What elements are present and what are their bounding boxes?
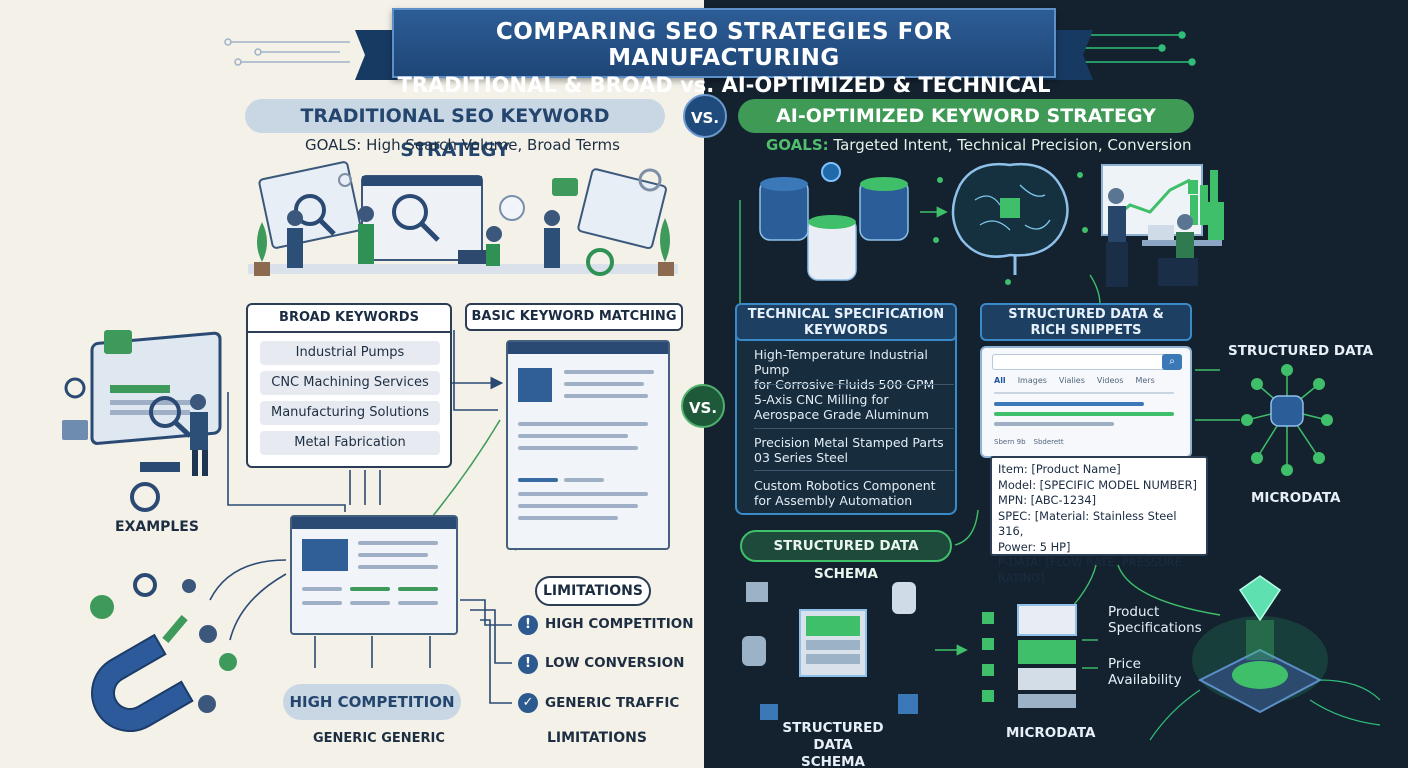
schema-pill: STRUCTURED DATA SCHEMA [740, 530, 952, 582]
limitations-footer: LIMITATIONS [547, 730, 647, 746]
search-icon[interactable]: ⌕ [1162, 354, 1182, 370]
examples-monitor-illustration [62, 330, 222, 512]
tab-mers[interactable]: Mers [1135, 376, 1155, 385]
technical-spec-header: TECHNICAL SPECIFICATION KEYWORDS [735, 303, 957, 341]
database-cluster-illustration [759, 162, 909, 281]
structured-data-label: STRUCTURED DATA [1228, 343, 1374, 359]
tab-vialies[interactable]: Vialies [1058, 376, 1085, 385]
schema-server-illustration [742, 582, 918, 720]
check-icon: ✓ [518, 693, 538, 713]
ai-goals: GOALS: Targeted Intent, Technical Precis… [766, 136, 1192, 154]
search-input[interactable] [992, 354, 1168, 370]
tab-videos[interactable]: Videos [1096, 376, 1124, 385]
header-line: KEYWORDS [804, 323, 888, 338]
search-result-window [290, 515, 458, 635]
tab-images[interactable]: Images [1017, 376, 1047, 385]
schema-field: MPN: [ABC-1234] [998, 493, 1097, 507]
header-line: RICH SNIPPETS [1030, 323, 1142, 338]
vs-badge-top: VS. [683, 94, 727, 138]
divider [754, 428, 954, 429]
divider [754, 384, 954, 385]
schema-field: P-DATA: [FLOW RATE, PRESSURE RATING] [998, 555, 1182, 585]
title-line-1: COMPARING SEO STRATEGIES FOR MANUFACTURI… [495, 19, 953, 71]
product-schema-popup: Item: [Product Name] Model: [SPECIFIC MO… [990, 456, 1208, 585]
search-tabs: All Images Vialies Videos Mers [994, 376, 1155, 385]
flow-arrows-left-icon [209, 330, 561, 704]
vs-badge-middle: VS. [681, 384, 725, 428]
warning-icon: ! [518, 615, 538, 635]
keyword-chip: CNC Machining Services [260, 371, 440, 395]
structured-data-header: STRUCTURED DATA & RICH SNIPPETS [980, 303, 1192, 341]
limitations-header: LIMITATIONS [535, 576, 651, 606]
ai-brain-icon [951, 162, 1069, 275]
structured-data-network-icon [1241, 364, 1333, 476]
header-line: STRUCTURED DATA & [1008, 307, 1164, 322]
magnet-illustration [90, 573, 237, 732]
title-banner: COMPARING SEO STRATEGIES FOR MANUFACTURI… [392, 8, 1056, 97]
schema-field: SPEC: [Material: Stainless Steel 316, [998, 508, 1177, 539]
search-results-card: ⌕ All Images Vialies Videos Mers Sbern 9… [980, 346, 1192, 458]
basic-keyword-matching-label: BASIC KEYWORD MATCHING [465, 303, 683, 331]
analyst-team-illustration [1101, 164, 1224, 287]
keyword-chip: Metal Fabrication [260, 431, 440, 455]
traditional-goals: GOALS: High Search Volume, Broad Terms [305, 136, 620, 154]
limitation-item: HIGH COMPETITION [545, 616, 694, 632]
tab-all[interactable]: All [994, 376, 1006, 385]
header-line: TECHNICAL SPECIFICATION [747, 307, 945, 322]
goals-label: GOALS: [766, 136, 829, 154]
schema-field: Model: [SPECIFIC MODEL NUMBER] [998, 477, 1197, 492]
microdata-bottom-label: MICRODATA [1006, 725, 1096, 741]
schema-field: Item: [Product Name] [998, 462, 1121, 476]
title-line-2: TRADITIONAL & BROAD vs. AI-OPTIMIZED & T… [397, 73, 1051, 97]
keyword-chip: Industrial Pumps [260, 341, 440, 365]
broad-keywords-card: BROAD KEYWORDS Industrial Pumps CNC Mach… [246, 303, 452, 468]
microdata-stack-illustration [982, 604, 1077, 708]
goals-label: GOALS: [305, 136, 362, 154]
warning-icon: ! [518, 654, 538, 674]
glowing-diamond-chip-icon [1149, 575, 1381, 741]
divider [754, 470, 954, 471]
traditional-heading: TRADITIONAL SEO KEYWORD STRATEGY [245, 99, 665, 161]
schema-field: Power: 5 HP] [998, 539, 1071, 554]
microdata-label: MICRODATA [1251, 490, 1341, 506]
goals-text: Targeted Intent, Technical Precision, Co… [833, 136, 1192, 154]
generic-label: GENERIC GENERIC [313, 731, 445, 746]
office-scene-illustration [248, 161, 678, 276]
goals-text: High Search Volume, Broad Terms [366, 136, 620, 154]
limitation-item: LOW CONVERSION [545, 655, 685, 671]
webpage-window [506, 340, 670, 550]
limitation-item: GENERIC TRAFFIC [545, 695, 680, 711]
examples-label: EXAMPLES [115, 519, 199, 535]
ai-heading: AI-OPTIMIZED KEYWORD STRATEGY [738, 99, 1194, 133]
circuit-dots-icon [933, 172, 1088, 285]
high-competition-pill: HIGH COMPETITION [283, 684, 461, 720]
keyword-chip: Manufacturing Solutions [260, 401, 440, 425]
broad-keywords-header: BROAD KEYWORDS [248, 305, 450, 333]
circuit-lines-left-icon [224, 38, 350, 66]
